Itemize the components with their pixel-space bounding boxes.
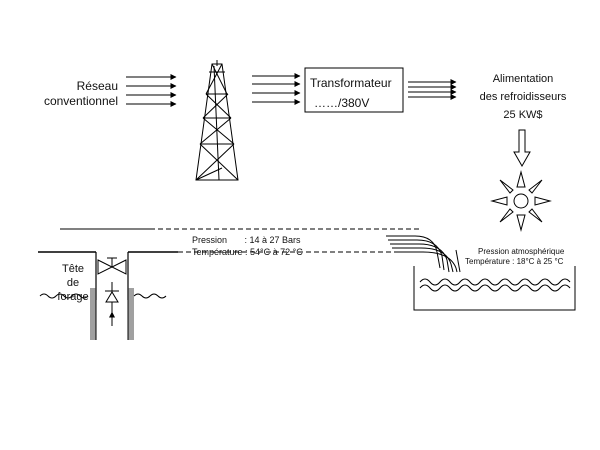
grid-label-line2: conventionnel [43,94,118,108]
pylon-arrows [252,73,301,105]
supply-label-line2: des refroidisseurs [479,91,567,103]
grid-arrows [126,74,177,107]
pipe-temperature-label: Température : 54°C à 72 °C [192,247,303,257]
basin-temperature-label: Température : 18°C à 25 °C [465,257,564,266]
grid-label: Réseau conventionnel [20,80,118,107]
transformer-label-line2: ……/380V [314,96,370,110]
cooling-basin [413,266,576,311]
basin-pressure-label: Pression atmosphérique [478,247,565,256]
pipe-pressure-label: Pression : 14 à 27 Bars [192,235,301,245]
supply-label: Alimentation des refroidisseurs 25 KW$ [465,74,581,121]
discharge-pipes [386,235,461,273]
supply-label-line1: Alimentation [492,73,554,85]
cooler-sun-icon [490,170,552,232]
transformer-label: Transformateur ……/380V [310,77,392,109]
supply-label-line3: 25 KW$ [503,109,543,121]
wellhead-label: Tête de forage [48,264,98,303]
pylon-icon [195,60,239,181]
wellhead-label-line2: de [66,277,80,289]
transformer-label-line1: Transformateur [310,76,392,90]
borehole [38,251,178,340]
transformer-arrows [408,79,457,100]
hollow-down-arrow [513,129,531,168]
grid-label-line1: Réseau [76,79,118,93]
check-valve-icon [105,282,119,326]
valve-icon [97,257,127,275]
casing-left [90,288,96,340]
casing-right [128,288,134,340]
wellhead-label-line3: forage [57,291,89,303]
transformer-box [304,67,404,113]
wellhead-label-line1: Tête [61,263,84,275]
pipeline [60,228,420,253]
